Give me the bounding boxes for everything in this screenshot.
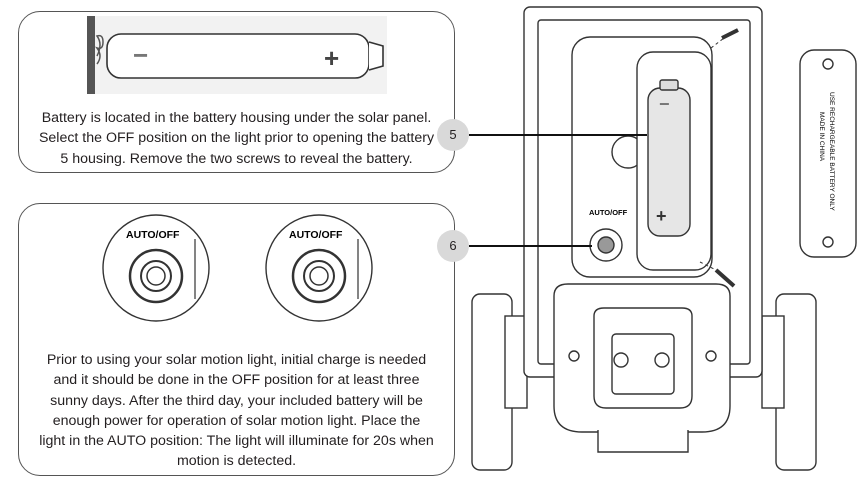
mount-stem — [597, 430, 689, 453]
battery-plus-sign: + — [324, 43, 339, 73]
cover-text-line2: MADE IN CHINA — [818, 112, 825, 162]
battery-terminal — [368, 41, 384, 71]
battery-cap — [659, 79, 679, 91]
switch-label: AUTO/OFF — [289, 229, 343, 241]
bracket-screw-hole — [613, 352, 629, 368]
step6-line: sunny days. After the third day, your in… — [50, 392, 423, 409]
cover-text: USE RECHARGEABLE BATTERY ONLY MADE IN CH… — [818, 92, 835, 211]
step5-panel: − + Battery is located in the battery ho… — [18, 11, 455, 173]
spring-contact — [94, 34, 104, 65]
step6-line: enough power for operation of solar moti… — [52, 412, 421, 429]
battery-minus-mark: − — [659, 94, 670, 114]
step5-line: Battery is located in the battery housin… — [41, 110, 432, 126]
step6-line: Prior to using your solar motion light, … — [46, 352, 427, 368]
right-lamp-joint — [761, 315, 785, 409]
cover-text-line1: USE RECHARGEABLE BATTERY ONLY — [828, 92, 835, 211]
switch-closeup-left: AUTO/OFF — [102, 214, 210, 322]
callout-5: 5 — [437, 119, 469, 151]
housing-left-edge — [87, 16, 95, 94]
switch-closeup-illustration: AUTO/OFF AUTO/OFF — [102, 214, 373, 322]
step6-line: light in the AUTO position: The light wi… — [39, 433, 434, 450]
bracket-screw-hole — [654, 352, 670, 368]
battery-minus-sign: − — [133, 40, 148, 70]
step5-text: Battery is located in the battery housin… — [19, 108, 454, 169]
switch-closeup-right: AUTO/OFF — [265, 214, 373, 322]
step5-line: Select the OFF position on the light pri… — [38, 130, 435, 147]
step6-text: Prior to using your solar motion light, … — [19, 350, 454, 472]
step6-line: and it should be done in the OFF positio… — [53, 372, 420, 389]
switch-label: AUTO/OFF — [126, 229, 180, 241]
step5-line: 5 housing. Remove the two screws to reve… — [60, 150, 413, 167]
device-switch-label: AUTO/OFF — [589, 208, 628, 217]
battery-closeup-illustration: − + — [87, 16, 387, 94]
battery-cover — [799, 49, 857, 258]
screw-bottom — [714, 268, 736, 288]
step6-panel: AUTO/OFF AUTO/OFF Prior to using your so… — [18, 203, 455, 476]
callout-6: 6 — [437, 230, 469, 262]
step6-line: motion is detected. — [176, 453, 297, 470]
screw-top — [721, 28, 739, 40]
battery-plus-mark: + — [656, 206, 667, 226]
